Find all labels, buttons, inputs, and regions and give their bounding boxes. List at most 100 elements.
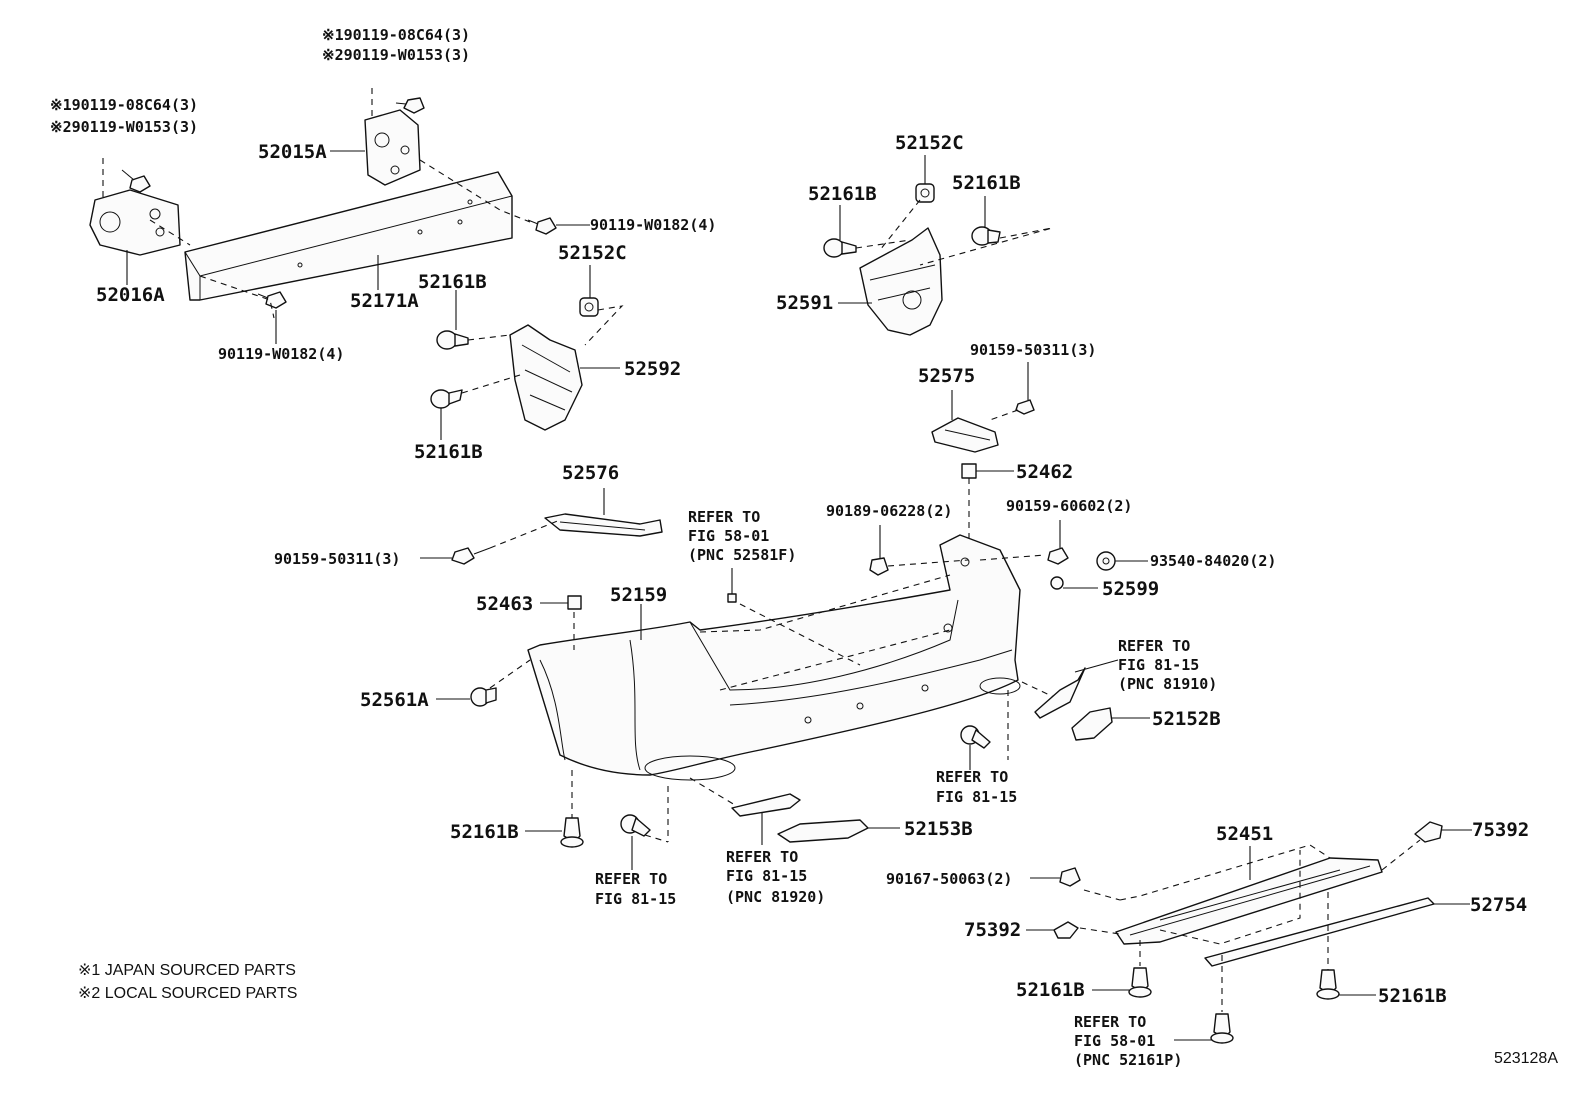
- clip-52599-icon: [1050, 576, 1064, 590]
- label-52016A: 52016A: [96, 284, 165, 306]
- label-90189-06228: 90189-06228(2): [826, 502, 952, 520]
- footnote-japan-sourced: ※1 JAPAN SOURCED PARTS: [78, 962, 296, 979]
- nut-93540-icon: [1096, 551, 1116, 571]
- label-52591: 52591: [776, 292, 833, 314]
- label-52462: 52462: [1016, 461, 1073, 483]
- label-52161B: 52161B: [952, 172, 1021, 194]
- bolt-icon: [395, 97, 425, 114]
- bracket-52016A: [89, 189, 181, 256]
- clip-52561A-icon: [470, 687, 497, 707]
- refer-label: REFER TO: [1118, 637, 1190, 655]
- label-52152C: 52152C: [558, 242, 627, 264]
- label-52451: 52451: [1216, 823, 1273, 845]
- refer-label: (PNC 81910): [1118, 675, 1217, 693]
- clip-52161B-icon: [436, 330, 469, 350]
- bolt-icon: [1015, 399, 1035, 415]
- clip-75392-icon: [1414, 821, 1443, 843]
- refer-label: (PNC 52161P): [1074, 1051, 1182, 1069]
- refer-label: REFER TO: [1074, 1013, 1146, 1031]
- label-190119-08C64: ※190119-08C64(3): [50, 96, 198, 114]
- refer-label: REFER TO: [936, 768, 1008, 786]
- retainer-52575: [931, 417, 999, 453]
- cover-52152B: [1071, 707, 1113, 741]
- bolt-icon: [257, 291, 287, 309]
- cover-52153B: [777, 819, 869, 843]
- refer-label: FIG 58-01: [1074, 1032, 1155, 1050]
- screw-icon: [960, 725, 991, 749]
- clip-75392-icon: [1053, 921, 1079, 939]
- bolt-icon: [451, 547, 491, 565]
- label-93540-84020: 93540-84020(2): [1150, 552, 1276, 570]
- label-90167-50063: 90167-50063(2): [886, 870, 1012, 888]
- label-52161B: 52161B: [1378, 985, 1447, 1007]
- label-52161B: 52161B: [418, 271, 487, 293]
- bolt-icon: [121, 169, 151, 193]
- label-90159-50311: 90159-50311(3): [970, 341, 1096, 359]
- bracket-52015A: [364, 109, 421, 186]
- refer-label: REFER TO: [595, 870, 667, 888]
- retainer-52576: [544, 513, 663, 537]
- screw-90189-icon: [869, 557, 889, 576]
- clip-52161B-icon: [560, 817, 584, 848]
- label-52161B: 52161B: [414, 441, 483, 463]
- nut-52152C-icon: [579, 297, 599, 317]
- reflector-81920: [731, 793, 801, 817]
- label-52153B: 52153B: [904, 818, 973, 840]
- refer-label: REFER TO: [726, 848, 798, 866]
- label-52161B: 52161B: [450, 821, 519, 843]
- bolt-icon: [527, 217, 557, 235]
- label-52015A: 52015A: [258, 141, 327, 163]
- label-75392: 75392: [1472, 819, 1529, 841]
- reflector-81910: [1034, 667, 1086, 719]
- bolt-icon: [1047, 547, 1069, 565]
- clip-52462-icon: [961, 463, 977, 479]
- footnote-local-sourced: ※2 LOCAL SOURCED PARTS: [78, 985, 298, 1002]
- clip-52161B-icon: [1316, 969, 1340, 1000]
- refer-label: FIG 58-01: [688, 527, 769, 545]
- clip-52161B-icon: [430, 389, 463, 409]
- clip-52161B-icon: [971, 226, 1001, 246]
- clip-52161B-icon: [1128, 967, 1152, 998]
- refer-marker: [727, 593, 737, 603]
- label-52152B: 52152B: [1152, 708, 1221, 730]
- label-190119-08C64: ※190119-08C64(3): [322, 26, 470, 44]
- rear-diffuser-52451: [1115, 857, 1383, 945]
- label-52161B: 52161B: [808, 183, 877, 205]
- label-52161B: 52161B: [1016, 979, 1085, 1001]
- label-52575: 52575: [918, 365, 975, 387]
- label-52576: 52576: [562, 462, 619, 484]
- clip-52161B-icon: [823, 238, 857, 258]
- refer-label: FIG 81-15: [1118, 656, 1199, 674]
- label-90159-50311: 90159-50311(3): [274, 550, 400, 568]
- screw-icon: [620, 814, 651, 837]
- nut-52152C-icon: [915, 183, 935, 203]
- label-75392: 75392: [964, 919, 1021, 941]
- refer-label: REFER TO: [688, 508, 760, 526]
- label-52561A: 52561A: [360, 689, 429, 711]
- label-90119-W0182: 90119-W0182(4): [590, 216, 716, 234]
- label-52592: 52592: [624, 358, 681, 380]
- label-52159: 52159: [610, 584, 667, 606]
- bracket-52592: [509, 324, 583, 431]
- refer-label: FIG 81-15: [936, 788, 1017, 806]
- refer-label: (PNC 52581F): [688, 546, 796, 564]
- clip-52161P-icon: [1210, 1013, 1234, 1044]
- label-52754: 52754: [1470, 894, 1527, 916]
- label-290119-W0153: ※290119-W0153(3): [50, 118, 198, 136]
- label-90119-W0182: 90119-W0182(4): [218, 345, 344, 363]
- label-52463: 52463: [476, 593, 533, 615]
- rear-bumper-cover-52159: [527, 534, 1021, 781]
- bracket-52591: [859, 227, 943, 336]
- illustration-number: 523128A: [1493, 1050, 1558, 1067]
- clip-52463-icon: [567, 595, 582, 610]
- bolt-icon: [1059, 867, 1081, 887]
- label-90159-60602: 90159-60602(2): [1006, 497, 1132, 515]
- refer-label: FIG 81-15: [595, 890, 676, 908]
- refer-label: (PNC 81920): [726, 888, 825, 906]
- refer-label: FIG 81-15: [726, 867, 807, 885]
- label-290119-W0153: ※290119-W0153(3): [322, 46, 470, 64]
- label-52152C: 52152C: [895, 132, 964, 154]
- label-52599: 52599: [1102, 578, 1159, 600]
- label-52171A: 52171A: [350, 290, 419, 312]
